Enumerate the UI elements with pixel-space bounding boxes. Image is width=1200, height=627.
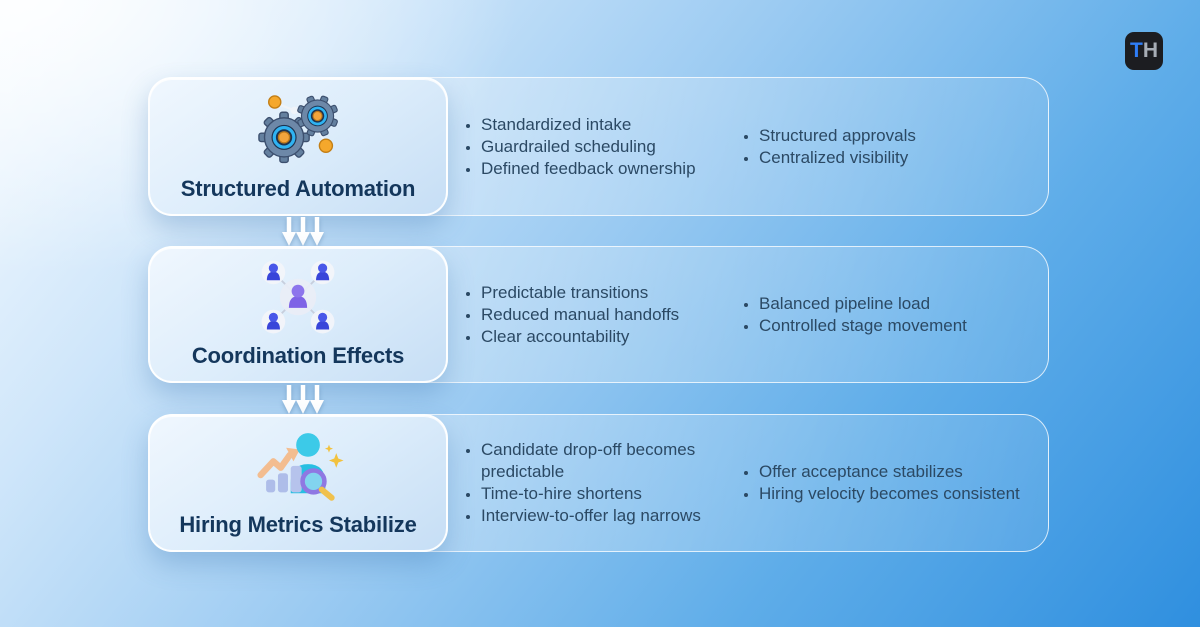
- bullet-list-right: Balanced pipeline load Controlled stage …: [741, 293, 1021, 337]
- bullet-item: Standardized intake: [481, 114, 733, 136]
- bullet-item: Guardrailed scheduling: [481, 136, 733, 158]
- stage-label-card: Coordination Effects: [148, 246, 448, 383]
- bullet-list-right: Structured approvals Centralized visibil…: [741, 125, 1021, 169]
- stage-bullets: Predictable transitions Reduced manual h…: [447, 247, 1048, 382]
- bullet-item: Balanced pipeline load: [759, 293, 1021, 315]
- brand-logo-letter-t: T: [1130, 39, 1143, 62]
- bullet-item: Candidate drop-off becomes predictable: [481, 439, 733, 483]
- gears-icon: [150, 85, 446, 172]
- people-network-icon: [150, 254, 446, 339]
- bullet-item: Time-to-hire shortens: [481, 483, 733, 505]
- stage-card-structured-automation: Structured Automation Standardized intak…: [148, 77, 1049, 216]
- stage-label-card: Hiring Metrics Stabilize: [148, 414, 448, 552]
- bullet-item: Offer acceptance stabilizes: [759, 461, 1021, 483]
- bullet-item: Hiring velocity becomes consistent: [759, 483, 1021, 505]
- flow-arrows-down: [281, 217, 325, 246]
- stage-bullets: Candidate drop-off becomes predictable T…: [447, 415, 1048, 551]
- stage-title: Structured Automation: [180, 176, 416, 201]
- stage-card-hiring-metrics-stabilize: Hiring Metrics Stabilize Candidate drop-…: [148, 414, 1049, 552]
- bullet-item: Defined feedback ownership: [481, 158, 733, 180]
- bullet-list-right: Offer acceptance stabilizes Hiring veloc…: [741, 461, 1021, 505]
- bullet-list-left: Candidate drop-off becomes predictable T…: [463, 439, 733, 527]
- stage-card-coordination-effects: Coordination Effects Predictable transit…: [148, 246, 1049, 383]
- stage-title: Hiring Metrics Stabilize: [179, 512, 417, 537]
- bullet-item: Centralized visibility: [759, 147, 1021, 169]
- stage-bullets: Standardized intake Guardrailed scheduli…: [447, 78, 1048, 215]
- brand-logo-letter-h: H: [1142, 39, 1158, 62]
- stage-label-card: Structured Automation: [148, 77, 448, 216]
- bullet-item: Reduced manual handoffs: [481, 304, 733, 326]
- bullet-item: Clear accountability: [481, 326, 733, 348]
- bullet-item: Interview-to-offer lag narrows: [481, 505, 733, 527]
- bullet-item: Predictable transitions: [481, 282, 733, 304]
- bullet-item: Controlled stage movement: [759, 315, 1021, 337]
- flow-arrows-down: [281, 385, 325, 414]
- stage-title: Coordination Effects: [191, 343, 405, 368]
- person-analytics-icon: [150, 422, 446, 508]
- bullet-item: Structured approvals: [759, 125, 1021, 147]
- bullet-list-left: Standardized intake Guardrailed scheduli…: [463, 114, 733, 180]
- bullet-list-left: Predictable transitions Reduced manual h…: [463, 282, 733, 348]
